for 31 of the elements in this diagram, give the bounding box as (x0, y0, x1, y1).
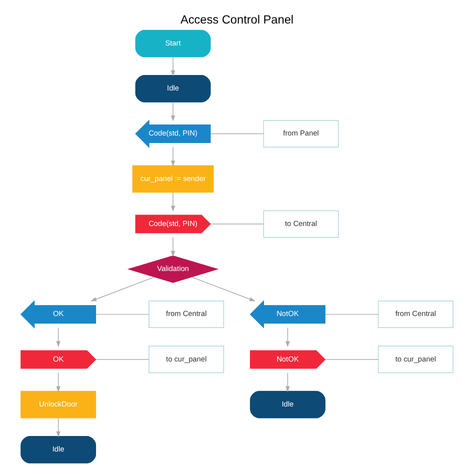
node-box: UnlockDoor (20, 390, 96, 418)
arrow (286, 327, 290, 348)
arrow (56, 418, 60, 438)
arrow (170, 56, 176, 76)
arrow (170, 102, 176, 122)
connector (95, 359, 150, 360)
arrow (170, 237, 176, 257)
arrow (170, 146, 176, 167)
connector (324, 314, 379, 315)
connector (210, 133, 264, 134)
node-box: Idle (250, 390, 326, 418)
arrow (191, 276, 256, 302)
node-box: from Central (378, 300, 454, 328)
node-box: Idle (135, 74, 211, 102)
node-box: from Central (148, 300, 224, 328)
node-box: cur_panel := sender (132, 165, 214, 193)
node-box: to cur_panel (378, 346, 454, 374)
node-box: to cur_panel (148, 346, 224, 374)
arrow (56, 327, 60, 348)
arrow (286, 372, 290, 392)
node-box: from Panel (263, 120, 339, 148)
arrow (90, 276, 155, 302)
arrow (56, 372, 60, 392)
node-diamond: Validation (127, 255, 219, 283)
node-box: Start (135, 30, 211, 58)
node-box: to Central (263, 210, 339, 238)
diagram-title: Access Control Panel (180, 12, 294, 26)
arrow (170, 192, 176, 212)
connector (95, 314, 150, 315)
node-box: Idle (20, 436, 96, 464)
connector (324, 359, 379, 360)
